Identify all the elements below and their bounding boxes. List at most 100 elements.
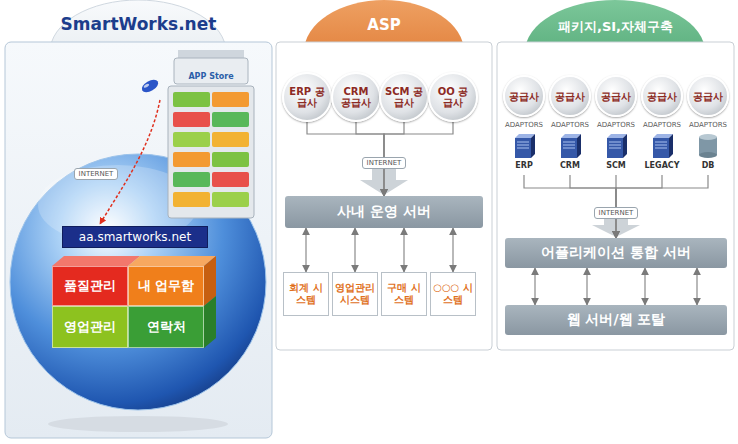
icon-part [563, 142, 575, 143]
node-text: 영업관리 시스템 [335, 282, 375, 307]
tag-label: INTERNET [594, 207, 639, 219]
app-store [212, 172, 249, 187]
panel-title: SmartWorks.net [5, 14, 272, 34]
node-text: 공급사 [555, 91, 585, 102]
tag-label: APP Store [188, 72, 233, 82]
icon-part [609, 145, 621, 146]
app-store [212, 112, 249, 127]
icon-part [623, 134, 627, 158]
system-box: ○○○ 시스템 [430, 272, 476, 316]
node-text: CRM [560, 161, 580, 171]
icon-part [653, 138, 669, 158]
node-text: ADAPTORS [689, 121, 727, 129]
server-icon [601, 130, 631, 160]
icon-part [577, 134, 581, 158]
node-text: ADAPTORS [643, 121, 681, 129]
adaptor-server: ADAPTORS CRM [548, 121, 592, 175]
node-text: 내 업무함 [138, 277, 195, 295]
supplier-circle: 공급사 [687, 75, 729, 117]
mouse-icon [140, 77, 161, 95]
icon-part [655, 145, 667, 146]
server-box: 웹 서버/웹 포탈 [505, 305, 727, 335]
node-text: ADAPTORS [597, 121, 635, 129]
node-text: LEGACY [645, 161, 680, 171]
node-text: 공급사 [647, 91, 677, 102]
globe [10, 154, 266, 410]
icon-part [515, 138, 531, 158]
icon-part [517, 142, 529, 143]
node-text: 영업관리 [64, 318, 116, 336]
server-icon [647, 130, 677, 160]
node-text: 어플리케이션 통합 서버 [541, 244, 691, 262]
icon-part [655, 142, 667, 143]
app-store [173, 152, 210, 167]
node-text: 공급사 [601, 91, 631, 102]
icon-part [563, 145, 575, 146]
icon-part [563, 148, 575, 149]
adaptor-server: ADAPTORSERP [502, 121, 546, 175]
node-text: DB [702, 161, 715, 171]
menu-tile: 품질관리 [52, 266, 128, 306]
node-text: 웹 서버/웹 포탈 [567, 311, 666, 329]
panel-title: ASP [276, 16, 492, 34]
supplier-circle: ERP 공급사 [282, 72, 332, 122]
adaptor-server: ADAPTORSSCM [594, 121, 638, 175]
node-text: ○○○ 시스템 [433, 282, 473, 307]
icon-part [531, 134, 535, 158]
url-bar: aa.smartworks.net [62, 226, 208, 248]
cube-faces [52, 256, 216, 348]
node-text: ADAPTORS [551, 121, 589, 129]
node-text: CRM 공급사 [337, 86, 375, 108]
tag-label: INTERNET [362, 157, 407, 169]
menu-tile: 내 업무함 [128, 266, 204, 306]
supplier-circle: OO 공급사 [428, 72, 478, 122]
supplier-circle: 공급사 [503, 75, 545, 117]
download-arrow [100, 100, 160, 224]
app-store [173, 172, 210, 187]
icon-part [609, 142, 621, 143]
icon-part [561, 138, 577, 158]
server-icon [555, 130, 585, 160]
tag-label: INTERNET [74, 168, 119, 180]
cube-faces [52, 256, 140, 266]
app-store [168, 86, 254, 218]
node-text: 품질관리 [64, 277, 116, 295]
connector [534, 268, 535, 305]
icon-part [517, 148, 529, 149]
connector [305, 228, 306, 272]
app-store [168, 50, 254, 218]
node-text: 구매 시스템 [384, 282, 424, 307]
cube-faces [128, 256, 216, 266]
panel-title: 패키지,SI,자체구축 [497, 18, 734, 36]
panel-frame [5, 42, 272, 438]
supplier-circle: 공급사 [549, 75, 591, 117]
supplier-circle: 공급사 [595, 75, 637, 117]
app-store [173, 92, 210, 107]
node-text: ADAPTORS [505, 121, 543, 129]
connector [354, 228, 355, 272]
node-text: aa.smartworks.net [79, 230, 191, 244]
app-store [212, 132, 249, 147]
app-store [173, 112, 210, 127]
mouse-icon [140, 77, 161, 95]
panel: 패키지,SI,자체구축공급사공급사공급사공급사공급사ADAPTORSERPADA… [497, 0, 734, 352]
icon-part [669, 134, 673, 158]
menu-tile: 연락처 [128, 306, 204, 348]
app-store [212, 152, 249, 167]
node-text: 공급사 [693, 91, 723, 102]
system-box: 영업관리 시스템 [332, 272, 378, 316]
adaptor-server: ADAPTORS LEGACY [640, 121, 684, 175]
node-text: 회계 시스템 [286, 282, 326, 307]
icon-part [699, 134, 717, 140]
node-text: ERP 공급사 [288, 86, 326, 108]
panel-frame [5, 42, 734, 438]
icon-part [655, 148, 667, 149]
panel: ASPERP 공급사CRM 공급사SCM 공급사OO 공급사사내 운영 서버회계… [276, 0, 492, 352]
app-store [173, 192, 210, 207]
connector [586, 268, 587, 305]
panel-frame [276, 42, 492, 350]
menu-tile: 영업관리 [52, 306, 128, 348]
panel-frame [497, 42, 734, 350]
node-text: OO 공급사 [434, 86, 472, 108]
icon-part [609, 148, 621, 149]
